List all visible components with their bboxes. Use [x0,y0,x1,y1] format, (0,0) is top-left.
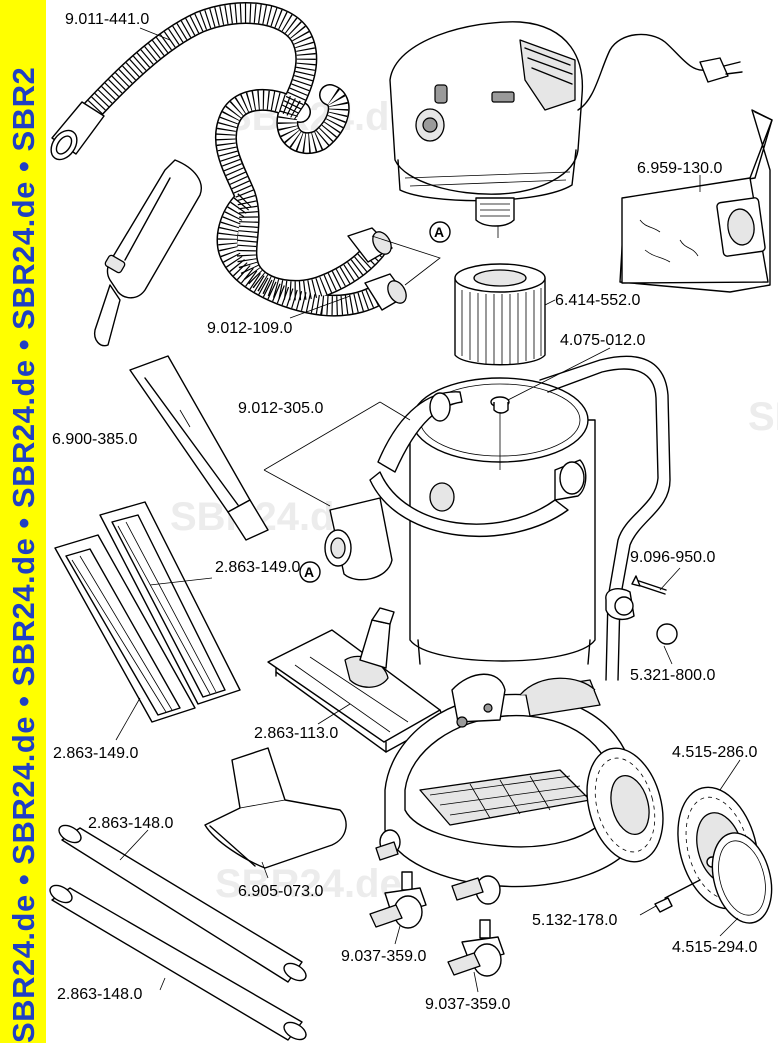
squeegee-strip [99,501,241,705]
part-label-extension-tube-2: 2.863-148.0 [57,986,143,1003]
callout-a-marker [299,561,321,583]
extension-tube [49,884,307,1041]
watermark: SBR24.de [215,862,402,906]
hub-cap [711,832,773,924]
part-label-screw-cap: 5.321-800.0 [630,667,716,684]
part-label-squeegee-strip: 2.863-149.0 [215,559,301,576]
floor-nozzle [267,607,445,753]
part-label-cartridge-filter: 6.414-552.0 [555,292,641,309]
part-label-castor-2: 9.037-359.0 [425,996,511,1013]
part-label-adapter: 9.012-305.0 [238,400,324,417]
callout-a-letter: A [304,564,315,580]
castor-wheel [375,829,401,861]
chassis [384,673,641,888]
dust-bag [619,109,773,293]
castor-wheel [447,919,505,977]
castor-wheel [369,871,427,929]
callout-a-letter: A [434,224,445,240]
axle-pin [654,879,701,913]
rear-wheel [586,747,664,863]
part-label-upholstery-nozzle: 6.905-073.0 [238,883,324,900]
part-label-extension-tube: 2.863-148.0 [88,815,174,832]
watermark: SBR24.de [748,395,778,439]
motor-head [389,21,743,238]
suction-hose-assembly [50,2,451,347]
castor-wheel [451,875,501,905]
part-label-floor-nozzle: 2.863-113.0 [254,725,339,742]
part-label-castor: 9.037-359.0 [341,948,427,965]
upholstery-nozzle [204,747,347,869]
part-label-float: 4.075-012.0 [560,332,646,349]
hose-connector [347,227,393,263]
leader-lines [115,27,741,993]
part-label-hose: 9.011-441.0 [65,11,150,28]
crevice-nozzle [129,355,269,541]
container [369,377,596,665]
hose-connector [364,273,407,311]
part-label-hub-cap: 4.515-294.0 [672,939,758,956]
part-label-hose-connector: 9.012-109.0 [207,320,293,337]
push-handle-frame [539,355,678,681]
callout-a-marker [429,221,451,243]
squeegee-strip [54,534,196,723]
part-label-crevice-nozzle: 6.900-385.0 [52,431,138,448]
part-label-axle-pin: 5.132-178.0 [532,912,618,929]
part-label-wheel: 4.515-286.0 [672,744,758,761]
cartridge-filter [454,263,546,366]
sbr24-side-banner: SBR24.de • SBR24.de • SBR24.de • SBR24.d… [0,0,46,1043]
part-label-dust-bag: 6.959-130.0 [637,160,723,177]
part-label-screw: 9.096-950.0 [630,549,716,566]
screw-cap [656,623,678,645]
part-label-squeegee-strip-2: 2.863-149.0 [53,745,139,762]
adapter-elbow [263,401,411,583]
extension-tube [58,824,307,983]
